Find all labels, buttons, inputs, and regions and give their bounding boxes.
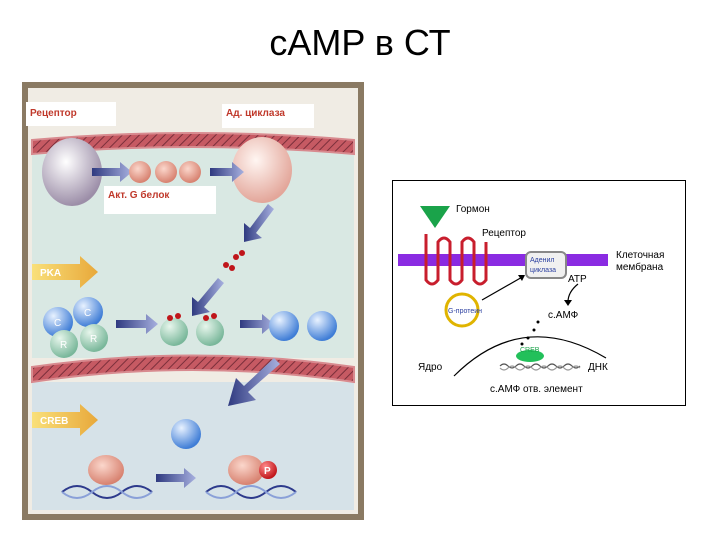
phospho-creb-protein: [228, 455, 264, 485]
dna-right: [205, 485, 297, 499]
arrow-to-nucleus: [228, 358, 280, 406]
arrow-g-to-cyclase: [210, 162, 244, 182]
adenylate-cyclase-box: [525, 251, 567, 279]
arrow-g-to-cyclase: [481, 275, 525, 301]
label-active-g-protein: Акт. G белок: [108, 189, 170, 201]
creb-icon: [516, 350, 544, 362]
dna-left: [61, 485, 153, 499]
receptor-coil: [424, 234, 488, 286]
label-nucleus: Ядро: [418, 362, 443, 373]
free-catalytic-1: [269, 311, 299, 341]
pka-regulatory-2: [80, 324, 108, 352]
pka-regulatory-1: [50, 330, 78, 358]
arrow-receptor-to-g: [92, 162, 132, 182]
g-protein-alpha: [129, 161, 151, 183]
arrow-pka-activation: [116, 314, 158, 334]
phosphate-label: P: [264, 466, 271, 477]
label-creb: CREB: [40, 416, 68, 427]
label-receptor: Рецептор: [482, 228, 526, 239]
phosphate: [259, 461, 277, 479]
g-protein-icon: [444, 292, 480, 328]
label-g-protein: G-протеин: [448, 308, 482, 315]
free-catalytic-2: [307, 311, 337, 341]
r-subunit-camp-2: [196, 318, 224, 346]
label-response-element: с.АМФ отв. элемент: [490, 384, 583, 395]
cell-membrane: [398, 254, 608, 266]
pka-catalytic-2: [73, 297, 103, 327]
hormone-icon: [420, 206, 450, 228]
g-protein-beta: [155, 161, 177, 183]
arrow-camp-to-pka: [192, 278, 224, 316]
label-receptor: Рецептор: [30, 108, 77, 119]
g-protein-gamma: [179, 161, 201, 183]
arrow-camp-release: [244, 204, 274, 242]
label-atp: ATP: [568, 274, 587, 285]
label-pka: PKA: [40, 268, 61, 279]
pka-c1-label: C: [54, 318, 61, 329]
pka-r2-label: R: [90, 334, 97, 345]
nuclear-catalytic: [171, 419, 201, 449]
slide-title: cAMP в СТ: [269, 22, 451, 63]
label-hormone: Гормон: [456, 204, 490, 215]
arrow-creb-phosphorylation: [156, 468, 196, 488]
label-creb: CREB: [520, 347, 540, 354]
pka-c2-label: C: [84, 308, 91, 319]
r-subunit-camp-1: [160, 318, 188, 346]
pka-catalytic-1: [43, 307, 73, 337]
receptor-protein: [42, 138, 102, 206]
label-camp: с.АМФ: [548, 310, 579, 321]
arrow-release-c: [240, 314, 274, 334]
creb-arrow: [32, 404, 98, 436]
pka-r1-label: R: [60, 340, 67, 351]
label-adenylate-cyclase: Ад. циклаза: [226, 108, 285, 119]
creb-protein: [88, 455, 124, 485]
pka-arrow: [32, 256, 98, 288]
adenylate-cyclase-protein: [232, 137, 292, 203]
left-diagram: Рецептор Ад. циклаза Акт. G белок PKA C …: [22, 82, 364, 520]
nucleus-envelope: [453, 336, 607, 377]
dna-strand: [499, 363, 581, 369]
label-dna: ДНК: [588, 362, 608, 373]
